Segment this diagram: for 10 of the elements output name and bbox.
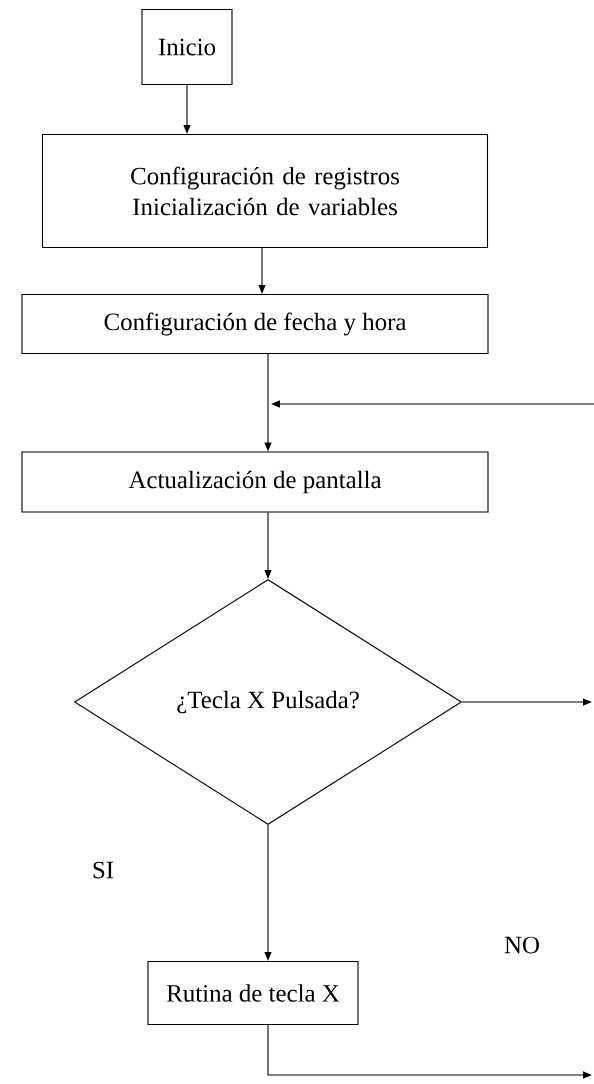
branch-label: NO [504,936,539,954]
process-box: Configuración de registros Inicialización de variables [41,133,489,249]
branch-label: SI [93,861,114,879]
process-box: Inicio [141,8,233,86]
process-box: Actualización de pantalla [21,451,489,513]
arrow [271,400,594,408]
process-box: Rutina de tecla X [147,960,359,1026]
process-box: Configuración de fecha y hora [21,293,489,355]
arrow [461,698,592,706]
arrow [267,1024,592,1079]
